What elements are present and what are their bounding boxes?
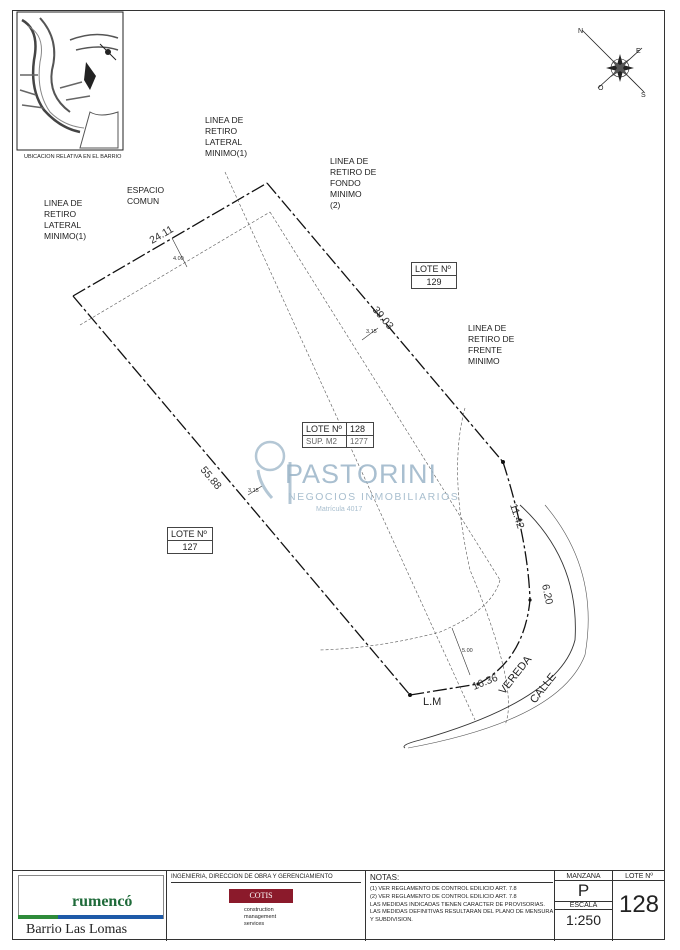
label-espacio-comun: ESPACIO COMUN (127, 185, 165, 206)
cotis-logo: COTIS (229, 889, 293, 903)
label-calle: CALLE (528, 671, 559, 706)
pastorini-logo-icon (254, 440, 292, 504)
lote-label: LOTE Nº (613, 871, 665, 881)
rumenco-logo: rumencó Barrio Las Lomas (12, 871, 167, 941)
lot-129-number: 129 (426, 277, 442, 287)
dim-setback-back: 4.00 (173, 256, 184, 262)
setback-dimension-ticks (171, 237, 471, 676)
brand-stripe-blue (18, 915, 163, 919)
watermark-name: PASTORINI (285, 459, 438, 489)
escala-label: ESCALA (555, 901, 612, 910)
dim-top-side: 24.11 (148, 223, 176, 246)
lot-corner-markers (408, 460, 532, 697)
escala-value: 1:250 (565, 912, 602, 928)
label-retiro-frente: LINEA DE RETIRO DE FRENTE MINIMO (468, 323, 515, 366)
label-vereda: VEREDA (497, 653, 535, 697)
lot-127-box: LOTE Nº 127 (167, 527, 213, 554)
plan-sheet (12, 10, 665, 940)
dim-right-side: 39.03 (370, 304, 396, 332)
compass-rose-icon (581, 29, 645, 93)
label-retiro-lateral-top: LINEA DE RETIRO LATERAL MINIMO(1) (205, 115, 248, 158)
label-lm: L.M (423, 696, 441, 708)
lot-128-box: LOTE Nº 128 SUP. M2 1277 (302, 422, 374, 448)
location-map (16, 11, 124, 151)
title-block: rumencó Barrio Las Lomas INGENIERIA, DIR… (12, 870, 665, 941)
label-retiro-fondo: LINEA DE RETIRO DE FONDO MINIMO (2) (330, 156, 377, 210)
dim-curve-upper: 11.42 (507, 502, 526, 530)
dim-setback-front: 5.00 (462, 648, 473, 654)
lote-block: LOTE Nº 128 (613, 871, 665, 941)
dim-left-side: 55.88 (198, 464, 224, 492)
brand-stripe-green (18, 915, 58, 919)
manzana-block: MANZANA P ESCALA 1:250 (555, 871, 613, 941)
street-curves (403, 504, 589, 749)
compass-o: O (598, 85, 604, 92)
dim-curve-lower: 6.20 (539, 583, 555, 606)
compass-s: S (641, 92, 646, 99)
lot-128-number: 128 (347, 423, 373, 436)
ingenieria-label: INGENIERIA, DIRECCION DE OBRA Y GERENCIA… (171, 874, 361, 883)
dim-bottom-side: 16.36 (471, 672, 500, 693)
lot-129-header: LOTE Nº (412, 263, 456, 276)
notes-block: NOTAS: (1) VER REGLAMENTO DE CONTROL EDI… (366, 871, 555, 941)
barrio-name: Barrio Las Lomas (26, 922, 128, 937)
lote-value: 128 (618, 891, 660, 918)
cotis-block: INGENIERIA, DIRECCION DE OBRA Y GERENCIA… (167, 871, 366, 941)
lot-129-box: LOTE Nº 129 (411, 262, 457, 289)
watermark-subtitle: NEGOCIOS INMOBILIARIOS (288, 491, 460, 503)
manzana-label: MANZANA (555, 871, 612, 881)
lot-128-sup-header: SUP. M2 (303, 436, 347, 447)
compass-e: E (636, 48, 641, 55)
brand-name: rumencó (72, 893, 133, 910)
dim-setback-right: 3.15 (366, 329, 377, 335)
lot-128-sup-value: 1277 (350, 437, 368, 446)
lot-128-header: LOTE Nº (303, 423, 347, 436)
cotis-subtitle: construction management services (244, 907, 277, 927)
notes-title: NOTAS: (370, 873, 553, 883)
notes-text: (1) VER REGLAMENTO DE CONTROL EDILICIO A… (370, 886, 554, 924)
watermark-matricula: Matrícula 4017 (316, 506, 363, 513)
dim-setback-left: 3.15 (248, 488, 259, 494)
label-ubicacion: UBICACION RELATIVA EN EL BARRIO (24, 154, 122, 160)
lot-127-number: 127 (182, 542, 198, 552)
compass-n: N (578, 28, 583, 35)
lot-127-header: LOTE Nº (168, 528, 212, 541)
manzana-value: P (577, 881, 590, 900)
label-retiro-lateral-left: LINEA DE RETIRO LATERAL MINIMO(1) (44, 198, 87, 241)
